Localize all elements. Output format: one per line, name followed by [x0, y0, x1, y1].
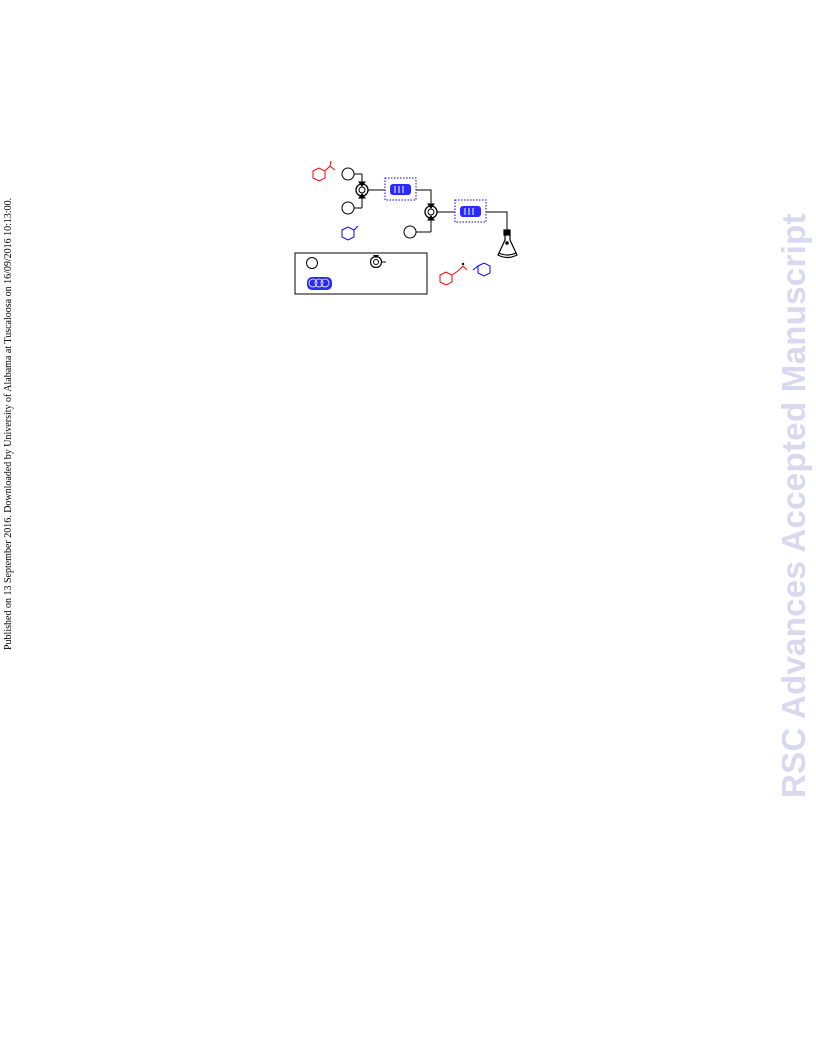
- legend-box: [294, 252, 428, 295]
- legend-mixer-icon: [369, 255, 386, 269]
- syringe-pump-icon: [341, 196, 363, 215]
- t-mixer-icon: [355, 181, 385, 199]
- legend-pump-icon: [306, 257, 318, 269]
- reactant-molecule-icon: [312, 160, 336, 182]
- packed-bed-reactor-icon: [384, 177, 417, 201]
- product-molecule-icon: [439, 262, 491, 286]
- t-mixer-icon: [424, 203, 455, 221]
- reagent-molecule-icon: [341, 225, 359, 241]
- legend-reactor-icon: [307, 277, 332, 290]
- packed-bed-reactor-icon: [454, 199, 487, 223]
- collection-flask-icon: [497, 229, 518, 259]
- syringe-pump-icon: [403, 218, 432, 239]
